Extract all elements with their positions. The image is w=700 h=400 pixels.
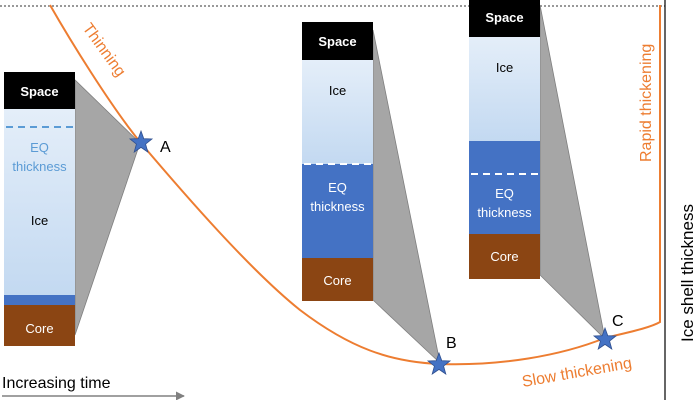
panel-b-ocean [302,164,373,258]
panel-c-space-label: Space [485,10,523,25]
panel-a-eq-label-line2: thickness [12,159,67,174]
point-label-b: B [446,335,457,352]
panel-a-space-label: Space [20,84,58,99]
panel-a-core [4,305,75,346]
panel-a-eq-label-line1: EQ [30,140,49,155]
projection-wedge-c [539,4,606,341]
panel-a-ice [4,109,75,295]
panel-b-core-label: Core [323,273,351,288]
projection-wedge-a [74,79,141,336]
panel-c-eq-label-line1: EQ [495,186,514,201]
panel-a-ice-label: Ice [31,213,48,228]
point-label-c: C [612,313,624,330]
y-axis-label: Ice shell thickness [678,204,697,342]
panel-a-core-label: Core [25,321,53,336]
panel-a-space [4,72,75,109]
panel-c-eq-label-line2: thickness [477,205,532,220]
panel-b: Space Ice EQ thickness Core [302,22,373,301]
panel-b-ice-label: Ice [329,83,346,98]
panel-a-ocean [4,295,75,305]
panel-b-ice [302,60,373,164]
panel-b-eq-label-line1: EQ [328,180,347,195]
star-c-icon [592,326,618,350]
panel-c-core-label: Core [490,249,518,264]
point-label-a: A [160,139,171,156]
panel-b-eq-label-line2: thickness [310,199,365,214]
x-axis-label: Increasing time [2,375,111,392]
star-b-icon [426,351,452,375]
thinning-label: Thinning [79,20,129,80]
panel-b-space [302,22,373,60]
panel-a: Space EQ thickness Ice Core [4,72,75,346]
panel-c: Space Ice EQ thickness Core [469,0,540,279]
panel-c-ice [469,37,540,141]
panel-c-space [469,0,540,37]
panel-b-core [302,258,373,301]
panel-c-ocean [469,141,540,234]
projection-wedge-b [372,29,441,365]
panel-b-space-label: Space [318,34,356,49]
panel-c-ice-label: Ice [496,60,513,75]
panel-c-core [469,234,540,279]
slow-thickening-label: Slow thickening [521,355,633,391]
star-a-icon [128,129,154,153]
rapid-thickening-label: Rapid thickening [638,44,655,162]
